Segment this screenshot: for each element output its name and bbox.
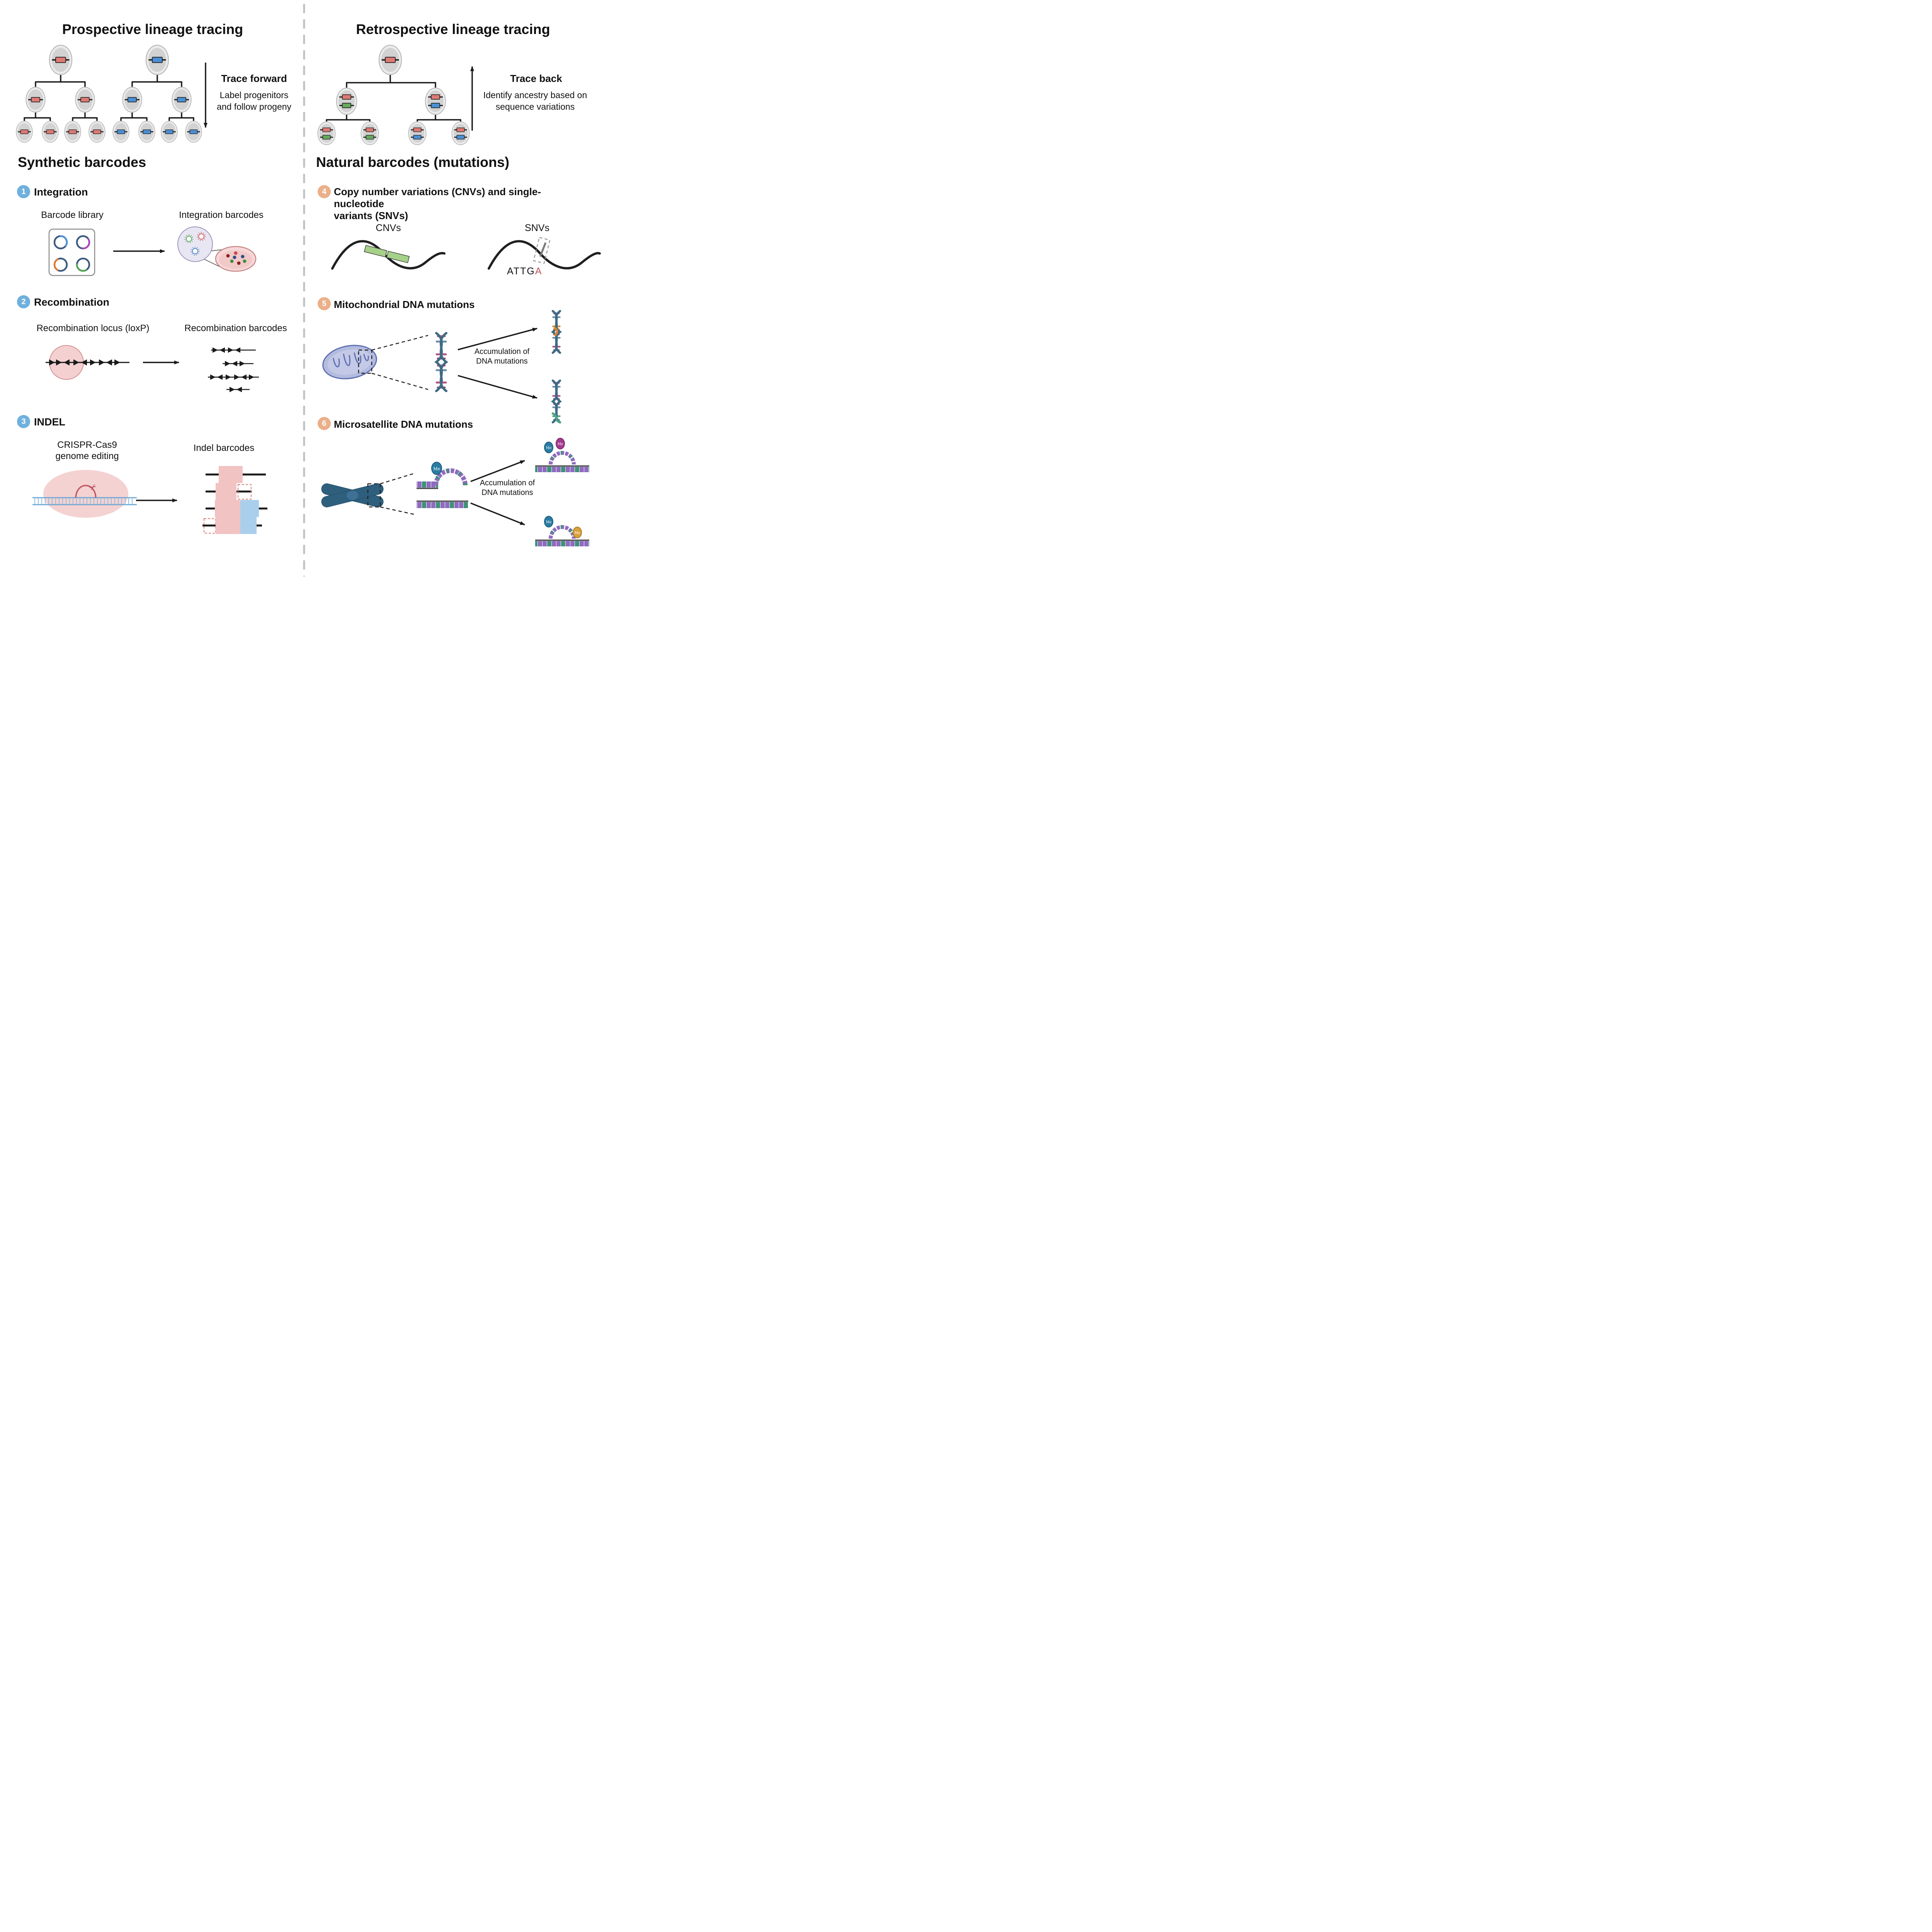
step-6-label: Microsatellite DNA mutations bbox=[334, 418, 473, 430]
trace-forward-label: Trace forward bbox=[221, 73, 287, 84]
methyl-label: Me bbox=[558, 442, 563, 446]
microsatellite-main: Me bbox=[417, 462, 468, 508]
chromosome-zoom-dashes bbox=[367, 472, 416, 515]
step-4-label-line2: variants (SNVs) bbox=[334, 210, 408, 222]
methyl-label: Me bbox=[575, 531, 580, 535]
trace-back-desc-line1: Identify ancestry based on bbox=[483, 90, 587, 100]
microsatellite-result-top: Me Me bbox=[535, 438, 589, 472]
cnv-graphic bbox=[331, 240, 446, 270]
trace-forward-desc-line1: Label progenitors bbox=[219, 90, 289, 100]
methyl-label: Me bbox=[546, 446, 552, 450]
integration-barcodes-graphic bbox=[177, 226, 257, 272]
microsatellite-accumulation-line2: DNA mutations bbox=[481, 488, 533, 497]
microsatellite-arrow-bottom bbox=[470, 502, 525, 526]
step-4-label: Copy number variations (CNVs) and single… bbox=[334, 186, 589, 222]
figure-graphics: ✂ bbox=[16, 4, 601, 577]
petri-dish-cells bbox=[226, 251, 247, 265]
trace-forward-desc: Label progenitors and follow progeny bbox=[203, 90, 305, 113]
barcode-library-plasmid-box bbox=[48, 228, 95, 276]
microsatellite-result-bottom: Me Me bbox=[535, 516, 589, 546]
mtdna-accumulation-line1: Accumulation of bbox=[474, 347, 530, 356]
step-3-label: INDEL bbox=[34, 416, 65, 428]
natural-barcodes-header: Natural barcodes (mutations) bbox=[316, 154, 510, 170]
mtdna-accumulation-note: Accumulation of DNA mutations bbox=[467, 347, 537, 366]
snv-sequence-wildtype: ATTG bbox=[507, 266, 535, 277]
step-3-badge: 3 bbox=[17, 415, 30, 428]
trace-forward-desc-line2: and follow progeny bbox=[216, 101, 292, 112]
lineage-tracing-figure: ✂ bbox=[0, 0, 609, 579]
mtdna-helix-mutated-green bbox=[551, 379, 562, 423]
step-6-badge: 6 bbox=[318, 417, 331, 430]
crispr-label-line1: CRISPR-Cas9 bbox=[57, 440, 117, 450]
crispr-label: CRISPR-Cas9 genome editing bbox=[46, 440, 129, 462]
indel-barcodes-label: Indel barcodes bbox=[193, 443, 255, 453]
recombination-locus-graphic bbox=[46, 345, 129, 380]
prospective-tree-red bbox=[16, 44, 105, 143]
step-4-label-line1: Copy number variations (CNVs) and single… bbox=[334, 186, 541, 210]
integration-barcodes-label: Integration barcodes bbox=[179, 210, 264, 220]
mtdna-arrow-top bbox=[457, 328, 537, 350]
trace-back-desc-line2: sequence variations bbox=[495, 101, 575, 112]
barcode-library-label: Barcode library bbox=[41, 210, 104, 220]
step-2-label: Recombination bbox=[34, 296, 110, 308]
mtdna-helix bbox=[434, 332, 448, 392]
left-panel-title: Prospective lineage tracing bbox=[62, 21, 243, 37]
right-panel-title: Retrospective lineage tracing bbox=[356, 21, 550, 37]
step-5-label: Mitochondrial DNA mutations bbox=[334, 299, 475, 310]
step-4-badge: 4 bbox=[318, 185, 331, 198]
mtdna-accumulation-line2: DNA mutations bbox=[476, 357, 528, 366]
indel-barcodes-graphic bbox=[202, 466, 267, 534]
mito-zoom-dashes bbox=[358, 335, 429, 390]
step-1-badge: 1 bbox=[17, 185, 30, 198]
trace-back-desc: Identify ancestry based on sequence vari… bbox=[475, 90, 595, 113]
snv-sequence-mutant-base: A bbox=[535, 266, 543, 277]
microsatellite-accumulation-line1: Accumulation of bbox=[480, 479, 535, 487]
recombination-locus-label: Recombination locus (loxP) bbox=[36, 323, 150, 333]
synthetic-barcodes-header: Synthetic barcodes bbox=[18, 154, 146, 170]
step-1-label: Integration bbox=[34, 186, 88, 198]
step-5-badge: 5 bbox=[318, 297, 331, 310]
snv-sequence: ATTGA bbox=[507, 266, 543, 277]
trace-back-label: Trace back bbox=[510, 73, 562, 84]
recombination-barcodes-graphic bbox=[208, 347, 259, 392]
microsatellite-arrow-top bbox=[470, 460, 525, 482]
cnv-label: CNVs bbox=[376, 223, 401, 233]
mtdna-helix-mutated-orange bbox=[551, 310, 562, 354]
snv-graphic bbox=[488, 237, 601, 270]
chromosome-icon bbox=[321, 483, 384, 507]
retrospective-tree bbox=[317, 44, 470, 145]
mitochondrion-icon bbox=[322, 345, 377, 379]
step-2-badge: 2 bbox=[17, 295, 30, 308]
recombination-barcodes-label: Recombination barcodes bbox=[184, 323, 287, 333]
methyl-label: Me bbox=[546, 520, 552, 524]
mtdna-arrow-bottom bbox=[457, 375, 537, 399]
prospective-tree-blue bbox=[112, 44, 202, 143]
crispr-cas9-graphic: ✂ bbox=[32, 470, 137, 518]
methyl-label: Me bbox=[433, 466, 440, 471]
snv-label: SNVs bbox=[525, 223, 549, 233]
microsatellite-accumulation-note: Accumulation of DNA mutations bbox=[472, 478, 543, 498]
crispr-label-line2: genome editing bbox=[55, 451, 119, 461]
